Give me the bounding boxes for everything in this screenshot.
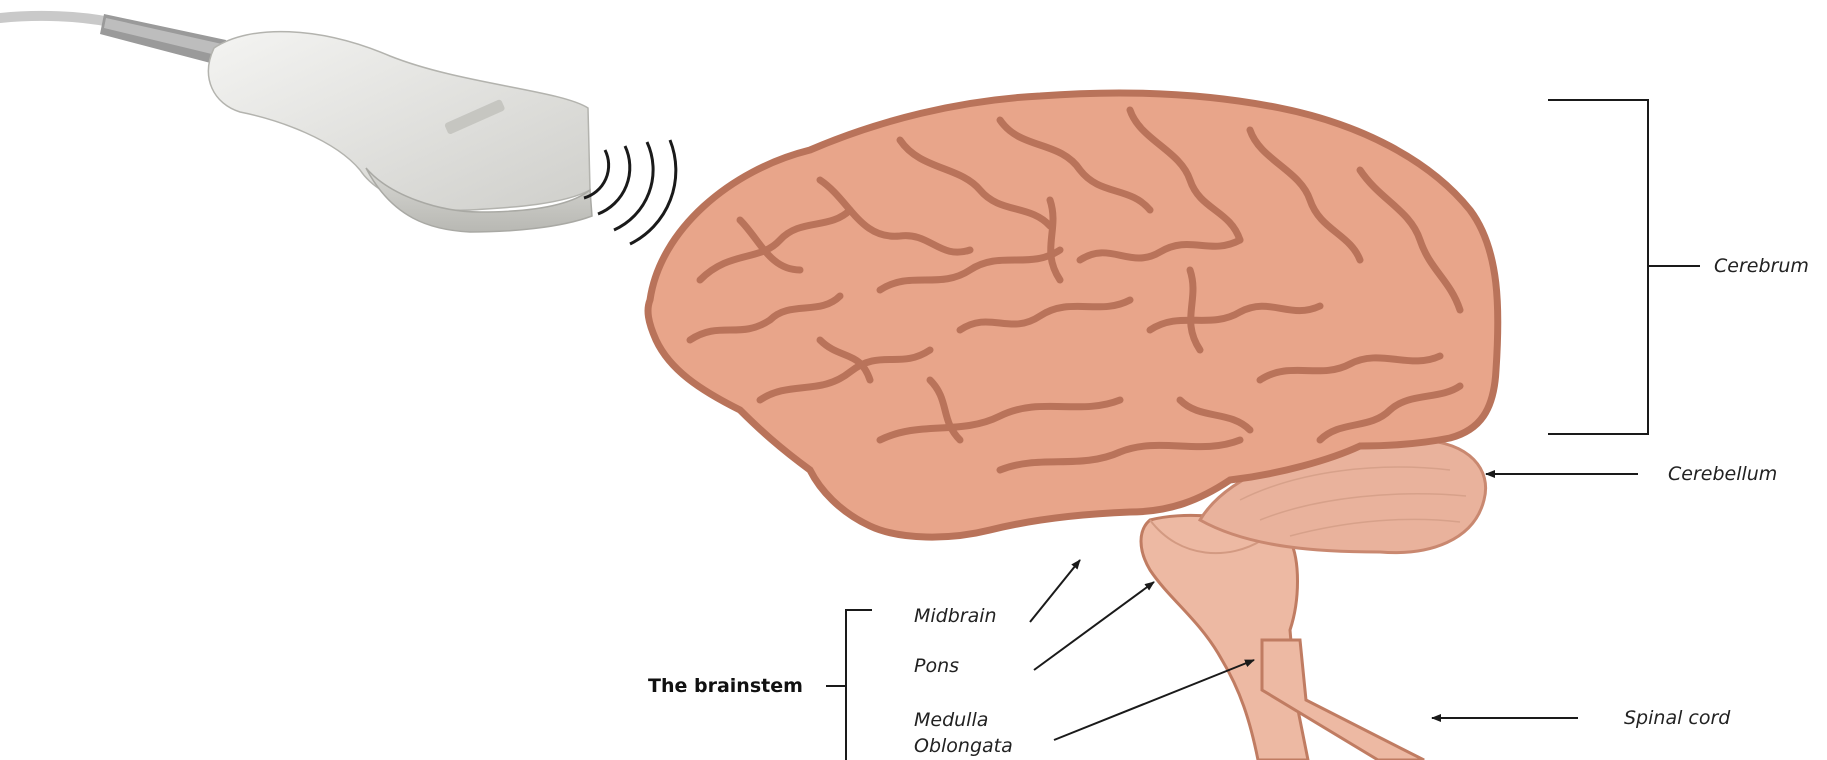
cerebrum-label: Cerebrum	[1714, 255, 1809, 277]
brainstem-bracket	[826, 610, 872, 760]
pons-label: Pons	[914, 655, 959, 677]
brainstem-label: The brainstem	[648, 675, 803, 697]
ultrasound-probe-icon	[0, 14, 592, 232]
midbrain-arrow	[1030, 560, 1080, 622]
midbrain-label: Midbrain	[914, 605, 997, 627]
medulla-label-line2: Oblongata	[914, 735, 1013, 757]
cerebellum-label: Cerebellum	[1668, 463, 1777, 485]
probe-handle	[208, 32, 590, 211]
medulla-label-line1: Medulla	[914, 709, 988, 731]
cerebrum-bracket	[1548, 100, 1700, 434]
spinal-cord-label: Spinal cord	[1624, 707, 1731, 729]
medulla-arrow	[1054, 660, 1254, 740]
probe-cable	[0, 16, 110, 22]
sound-waves-icon	[584, 140, 676, 244]
